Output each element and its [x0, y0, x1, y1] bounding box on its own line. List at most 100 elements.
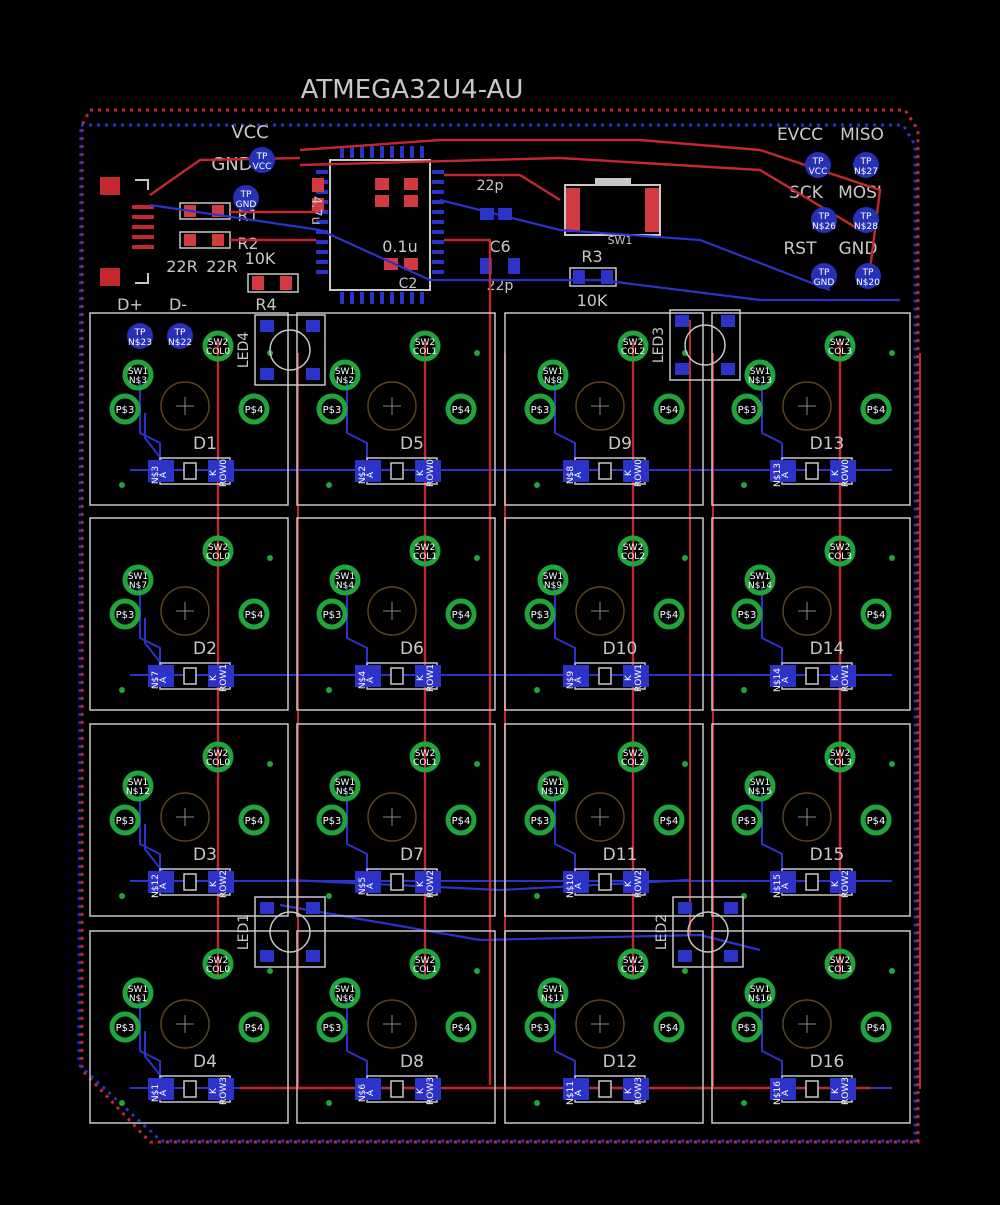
mount-pad-left — [524, 1011, 556, 1043]
diode-label: D14 — [810, 639, 845, 659]
switch-center-hole — [575, 381, 625, 431]
diode-label: D2 — [193, 639, 217, 659]
reset-switch-actuator — [595, 178, 631, 186]
diode-cathode-pad — [623, 665, 649, 687]
diode-anode-label: A — [574, 676, 584, 683]
diode-anode-label: A — [159, 676, 169, 683]
switch-pad-net-label: N$12 — [126, 787, 150, 797]
led-pad — [306, 950, 320, 962]
switch-pad-col-net: COL1 — [413, 552, 437, 562]
test-point-pad — [853, 207, 879, 233]
diode-anode-pad — [563, 665, 589, 687]
r1-value: 22R — [166, 257, 197, 276]
mount-pad-right — [445, 598, 477, 630]
mcu-title: ATMEGA32U4-AU — [301, 75, 524, 105]
label-mosi: MOSI — [838, 183, 882, 203]
c2-value: 0.1u — [382, 237, 418, 256]
r4-label: R4 — [255, 295, 276, 314]
diode-anode-label: A — [781, 676, 791, 683]
test-point-pad — [805, 152, 831, 178]
switch-pad-col-name: SW2 — [830, 956, 850, 966]
diode-label: D1 — [193, 434, 217, 454]
diode-cathode-pad — [208, 665, 234, 687]
led-silk — [669, 309, 741, 381]
led-label: LED4 — [236, 332, 252, 368]
switch-pad-col-net: COL3 — [828, 347, 852, 357]
cap-c3-pad-a — [404, 178, 418, 190]
test-points: TPVCCTPGNDTPVCCTPN$27TPN$26TPN$28TPGNDTP… — [127, 147, 881, 349]
r4-pad-b — [280, 276, 292, 290]
diode-body — [183, 873, 197, 891]
diode-anode-label: A — [366, 471, 376, 478]
diode-cathode-pad — [415, 665, 441, 687]
switch-pad-net-label: N$10 — [541, 787, 565, 797]
test-point-net-label: N$23 — [128, 338, 152, 348]
switch-pad-net-label: N$11 — [541, 994, 565, 1004]
diode-net-label: N$1 — [151, 1084, 161, 1102]
switch-pad-col — [617, 741, 649, 773]
diode-row-label: ROW2 — [841, 870, 851, 898]
diode-label: D15 — [810, 845, 845, 865]
mount-pad-left-label: P$3 — [738, 405, 757, 416]
isp-top-trace — [299, 138, 882, 271]
switch-pad-col-net: COL2 — [621, 552, 645, 562]
switch-pad-net-label: N$8 — [544, 376, 562, 386]
test-point-top-label: TP — [860, 157, 872, 167]
diode-body — [183, 667, 197, 685]
led-label: LED3 — [651, 327, 667, 363]
via — [474, 555, 480, 561]
switch-pad-net-name: SW1 — [750, 367, 770, 377]
led-pad — [306, 368, 320, 380]
diode-cathode-pad — [208, 460, 234, 482]
mount-pad-left-label: P$3 — [116, 816, 135, 827]
diode-label: D10 — [603, 639, 638, 659]
diode-anode-pad — [355, 1078, 381, 1100]
diode-net-label: N$4 — [358, 671, 368, 689]
diode-body — [598, 873, 612, 891]
switch-pad-col — [409, 741, 441, 773]
r4-value: 10K — [245, 249, 276, 268]
switch-center-hole — [575, 999, 625, 1049]
diode-cathode-label: K — [624, 469, 634, 476]
diode-cathode-pad — [623, 460, 649, 482]
switch-pad-col-net: COL3 — [828, 965, 852, 975]
diode-cathode-pad — [623, 1078, 649, 1100]
cap-c1-pad-b — [375, 195, 389, 207]
switch-pad-col-net: COL3 — [828, 758, 852, 768]
switch-pad-col-name: SW2 — [415, 338, 435, 348]
diode-cathode-label: K — [416, 674, 426, 681]
r3-label: R3 — [581, 247, 602, 266]
diode-cathode-pad — [208, 1078, 234, 1100]
mount-pad-right-label: P$4 — [867, 405, 886, 416]
switch-pad-col-net: COL0 — [206, 965, 230, 975]
diode-label: D4 — [193, 1052, 217, 1072]
via — [119, 1100, 125, 1106]
switch-pad-col-name: SW2 — [830, 543, 850, 553]
switch-pad-net-label: N$6 — [336, 994, 354, 1004]
test-point-pad — [167, 323, 193, 349]
diode-net-label: N$2 — [358, 466, 368, 484]
diode-cathode-label: K — [416, 469, 426, 476]
switch-pad-net-name: SW1 — [128, 778, 148, 788]
mount-pad-right — [653, 598, 685, 630]
switch-pad-col-net: COL0 — [206, 552, 230, 562]
test-point-pad — [127, 323, 153, 349]
r3-silk — [569, 267, 617, 287]
via — [474, 350, 480, 356]
led-label: LED1 — [236, 914, 252, 950]
mount-pad-right — [445, 393, 477, 425]
led-silk — [672, 896, 744, 968]
switch-pad-net-name: SW1 — [335, 985, 355, 995]
diode-cathode-label: K — [209, 1087, 219, 1094]
diode-anode-label: A — [781, 1089, 791, 1096]
diode-cathode-label: K — [831, 674, 841, 681]
diode-net-label: N$13 — [773, 463, 783, 487]
diode-label: D6 — [400, 639, 424, 659]
via — [326, 482, 332, 488]
switch-pad-net-name: SW1 — [128, 985, 148, 995]
